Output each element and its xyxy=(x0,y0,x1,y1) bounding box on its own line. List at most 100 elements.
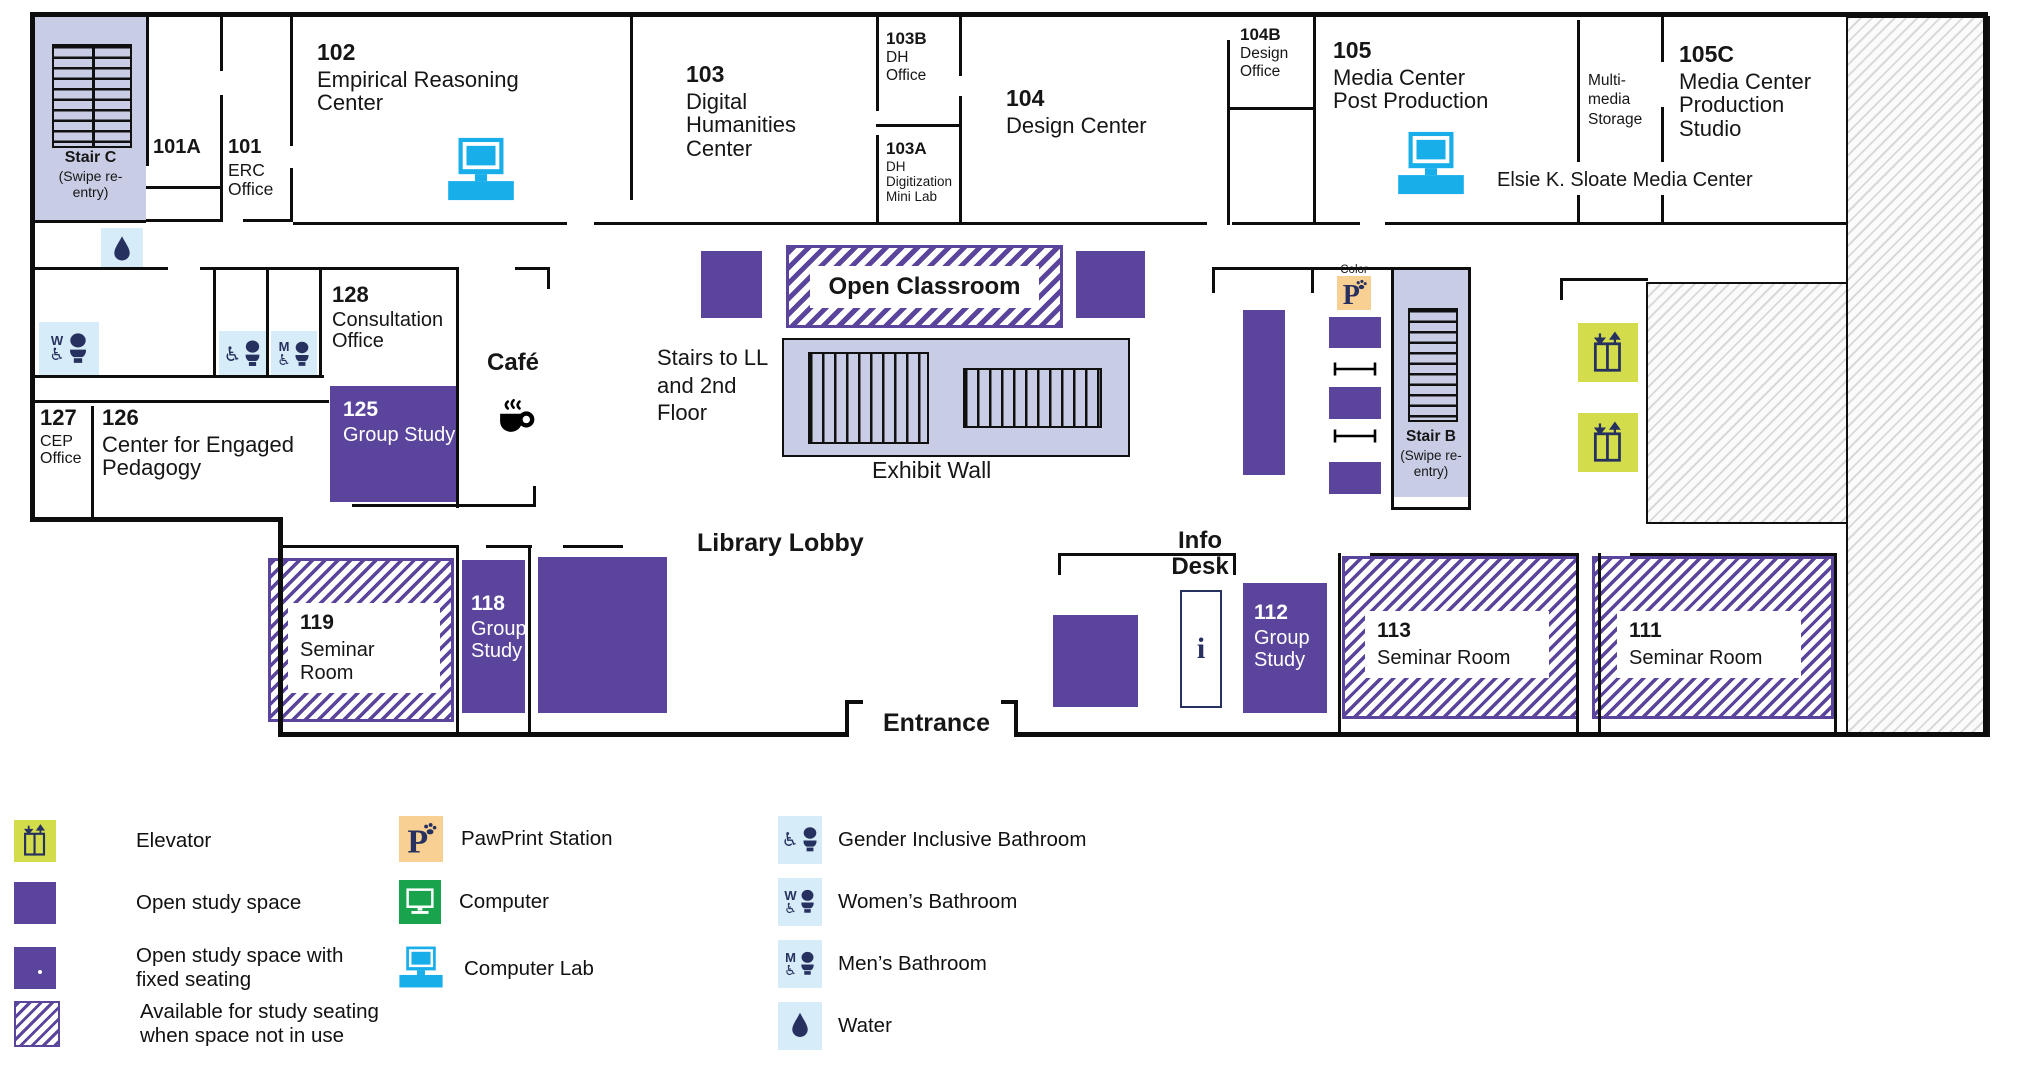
mens-bathroom-icon: M ♿ xyxy=(271,331,317,377)
wheelchair-icon: ♿ xyxy=(49,345,65,365)
wall xyxy=(1661,195,1664,225)
legend-open-study: Open study space xyxy=(14,882,301,924)
open-study-space xyxy=(1076,251,1145,318)
wall xyxy=(594,222,633,225)
exhibit-wall-label: Exhibit Wall xyxy=(872,457,992,483)
computer-lab-icon xyxy=(443,136,519,202)
wall xyxy=(1058,553,1061,575)
wall xyxy=(1576,553,1579,735)
room-111-label: 111 Seminar Room xyxy=(1617,611,1801,678)
wall xyxy=(1560,278,1563,300)
room-113-label: 113 Seminar Room xyxy=(1365,611,1549,678)
wall xyxy=(1577,20,1580,162)
wall xyxy=(456,267,459,508)
wall xyxy=(293,222,567,225)
wall xyxy=(1232,222,1360,225)
wall xyxy=(34,267,168,270)
wall xyxy=(1983,12,1988,737)
wall xyxy=(1212,267,1215,293)
info-icon: i xyxy=(1196,632,1206,665)
room-103b-label: 103B DH Office xyxy=(886,29,927,84)
room-126-label: 126 Center for Engaged Pedagogy xyxy=(102,405,295,481)
info-desk-label: Info Desk xyxy=(1171,527,1229,580)
room-119-seminar: 119 Seminar Room xyxy=(268,558,454,722)
open-classroom-label: Open Classroom xyxy=(810,265,1039,308)
room-105-label: 105 Media Center Post Production xyxy=(1333,37,1489,114)
legend-womens: W ♿ Women’s Bathroom xyxy=(778,878,1017,926)
computer-lab-icon xyxy=(1393,130,1469,196)
wall xyxy=(1834,553,1837,735)
wall xyxy=(1577,195,1580,225)
wall xyxy=(1391,267,1394,510)
wall xyxy=(1313,16,1316,225)
wall xyxy=(1014,700,1018,736)
room-103-label: 103 Digital Humanities Center xyxy=(686,61,797,161)
water-icon xyxy=(101,228,143,270)
svg-text:P: P xyxy=(407,824,428,858)
multimedia-storage-label: Multi-media Storage xyxy=(1588,72,1643,128)
non-library-area xyxy=(1646,282,1848,524)
wall xyxy=(30,12,35,522)
wall xyxy=(1227,107,1316,110)
wall xyxy=(352,504,456,507)
exhibit-wall-area xyxy=(782,338,1130,457)
wall xyxy=(34,400,329,403)
room-118-label: 118 Group Study xyxy=(471,592,527,662)
room-101-label: 101 ERC Office xyxy=(228,136,274,200)
info-desk: i xyxy=(1180,590,1222,708)
room-101a-label: 101A xyxy=(153,136,201,158)
stair-c-area: Stair C (Swipe re-entry) xyxy=(35,16,146,220)
legend-computer: Computer xyxy=(399,880,549,924)
stair-c-label: Stair C (Swipe re-entry) xyxy=(58,149,123,201)
room-125-open-study: 125 Group Study xyxy=(330,386,457,502)
wall xyxy=(1001,700,1014,704)
wall xyxy=(459,504,533,507)
table-icon xyxy=(1332,360,1378,378)
wall xyxy=(876,124,962,127)
wall xyxy=(528,548,531,735)
wall xyxy=(876,16,879,111)
wall xyxy=(1233,553,1236,575)
room-127-label: 127 CEP Office xyxy=(40,405,82,467)
stair-b-label: Stair B (Swipe re-entry) xyxy=(1400,428,1462,479)
elevator-icon xyxy=(1578,413,1638,472)
wall xyxy=(266,267,269,378)
computer-lab-icon xyxy=(396,944,446,994)
cafe-label: Café xyxy=(487,349,540,376)
wall xyxy=(633,222,1207,225)
open-study-space xyxy=(1053,615,1138,707)
room-125-label: 125 Group Study xyxy=(343,398,456,446)
wall xyxy=(278,517,283,737)
non-library-area xyxy=(1846,16,1990,737)
open-study-space xyxy=(1329,387,1381,419)
room-128-label: 128 Consultation Office xyxy=(332,282,444,352)
mens-letter: M xyxy=(278,339,290,354)
womens-letter: W xyxy=(50,333,64,348)
wall xyxy=(1311,267,1314,293)
room-105c-label: 105C Media Center Production Studio xyxy=(1679,41,1812,141)
entrance-label: Entrance xyxy=(883,709,990,737)
wall xyxy=(533,486,536,507)
legend-pawprint: P PawPrint Station xyxy=(399,816,613,862)
room-112-group-study: 112 Group Study xyxy=(1243,583,1327,713)
room-113-seminar: 113 Seminar Room xyxy=(1342,556,1579,719)
wall xyxy=(1468,267,1471,510)
open-study-space xyxy=(701,251,762,318)
open-study-space xyxy=(1243,310,1285,475)
womens-bathroom-icon: W ♿ xyxy=(778,878,822,926)
toilet-icon xyxy=(69,333,86,363)
wall xyxy=(146,219,222,222)
wall xyxy=(563,545,623,548)
elevator-icon xyxy=(14,820,56,862)
stairs-icon xyxy=(808,352,929,444)
wall xyxy=(146,186,222,189)
room-103a-label: 103A DH Digitization Mini Lab xyxy=(886,139,953,205)
legend-mens: M ♿ Men’s Bathroom xyxy=(778,940,987,988)
room-104-label: 104 Design Center xyxy=(1006,85,1147,138)
room-112-label: 112 Group Study xyxy=(1254,601,1310,671)
wall xyxy=(280,545,458,548)
legend-gender-inclusive: ♿ Gender Inclusive Bathroom xyxy=(778,816,1086,864)
stairs-icon xyxy=(963,368,1102,428)
wall xyxy=(1661,107,1664,162)
